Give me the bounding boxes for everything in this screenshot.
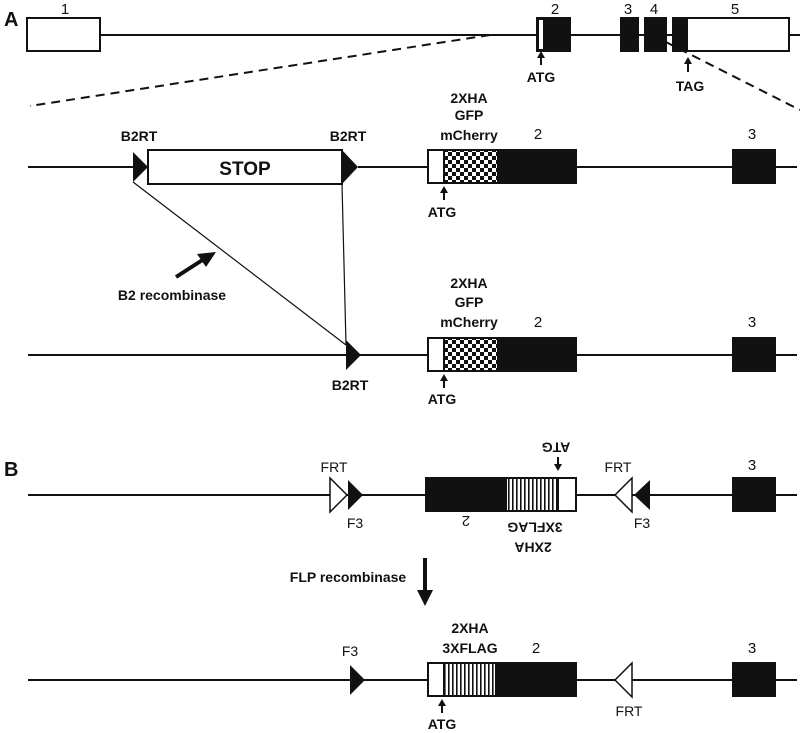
atg-label: ATG xyxy=(428,391,457,407)
f3-label: F3 xyxy=(342,643,359,659)
b2rt-label-right: B2RT xyxy=(330,128,367,144)
exon-2-number: 2 xyxy=(534,314,542,331)
f3-site-left-icon xyxy=(348,480,363,510)
atg-label: ATG xyxy=(428,204,457,220)
b2-recombinase-arrow-icon xyxy=(174,257,206,279)
frt-label: FRT xyxy=(616,703,643,719)
exon-3-number: 3 xyxy=(748,126,756,143)
exon-4-number: 4 xyxy=(650,1,658,18)
exon-2-box xyxy=(425,477,507,512)
utr-box xyxy=(427,662,445,697)
frt-label-right: FRT xyxy=(605,459,632,475)
utr-box xyxy=(427,149,445,184)
atg-label-inverted: ATG xyxy=(542,439,571,455)
flag-tag-box xyxy=(505,477,559,512)
flp-recombination: FLP recombinase xyxy=(290,558,433,606)
exon-2-box xyxy=(495,662,577,697)
utr-box xyxy=(557,477,577,512)
flag-tag-box xyxy=(443,662,497,697)
atg-label: ATG xyxy=(428,716,457,732)
construct-a-stop: STOP B2RT B2RT 2XHA GFP mCherry 2 3 ATG xyxy=(28,90,797,220)
exon-5-number: 5 xyxy=(731,1,739,18)
stop-label: STOP xyxy=(219,159,271,180)
exon-1-number: 1 xyxy=(61,1,69,18)
construct-a-excised: B2RT 2XHA GFP mCherry 2 3 ATG xyxy=(28,275,797,407)
b2rt-site-left-icon xyxy=(133,152,148,182)
tag-2xha-inverted: 2XHA xyxy=(514,539,551,555)
tag-line-mcherry: mCherry xyxy=(440,314,498,330)
frt-label-left: FRT xyxy=(321,459,348,475)
panel-a-label: A xyxy=(4,9,18,31)
b2rt-site-right-icon xyxy=(342,150,358,184)
b2rt-site-icon xyxy=(346,340,361,370)
exon-3-box xyxy=(732,477,776,512)
atg-arrow-icon xyxy=(440,374,448,381)
tag-line-2xha: 2XHA xyxy=(451,620,488,636)
frt-site-icon xyxy=(613,661,633,699)
utr-box xyxy=(427,337,445,372)
tag-label: TAG xyxy=(676,78,705,94)
tag-line-3xflag: 3XFLAG xyxy=(442,640,497,656)
tag-line-gfp: GFP xyxy=(455,107,484,123)
f3-label-right: F3 xyxy=(634,515,651,531)
exon-2-number: 2 xyxy=(551,1,559,18)
atg-arrow-icon xyxy=(438,699,446,706)
exon-5 xyxy=(672,17,790,52)
b2-recombinase-label: B2 recombinase xyxy=(118,287,226,303)
tag-line-mcherry: mCherry xyxy=(440,127,498,143)
gene-overview: 1 2 3 4 5 ATG TAG xyxy=(26,1,800,111)
tag-3xflag-inverted: 3XFLAG xyxy=(507,519,562,535)
atg-arrow-icon xyxy=(537,51,545,58)
tag-arrow-icon xyxy=(684,57,692,64)
f3-label-left: F3 xyxy=(347,515,364,531)
exon-3-number: 3 xyxy=(748,314,756,331)
exon-3-number: 3 xyxy=(624,1,632,18)
exon-3-box xyxy=(732,149,776,184)
construct-b-flipped: F3 FRT 2XHA 3XFLAG 2 3 ATG xyxy=(28,620,797,732)
frt-site-right-icon xyxy=(613,476,633,514)
flp-recombinase-label: FLP recombinase xyxy=(290,569,407,585)
exon-3 xyxy=(620,17,639,52)
panel-b-label: B xyxy=(4,459,18,481)
b2-recombination: B2 recombinase xyxy=(118,181,347,346)
f3-site-icon xyxy=(350,665,365,695)
exon-2-number: 2 xyxy=(532,640,540,657)
atg-arrow-down-icon xyxy=(554,464,562,471)
tag-line-gfp: GFP xyxy=(455,294,484,310)
exon-2-box xyxy=(497,149,577,184)
exon-3-box xyxy=(732,337,776,372)
tag-line-2xha: 2XHA xyxy=(450,275,487,291)
zoom-line-right xyxy=(651,34,800,111)
atg-label: ATG xyxy=(527,69,556,85)
tag-line-2xha: 2XHA xyxy=(450,90,487,106)
zoom-line-left xyxy=(29,34,491,107)
atg-arrow-icon xyxy=(440,186,448,193)
f3-site-right-icon xyxy=(634,480,650,510)
exon-2-number: 2 xyxy=(534,126,542,143)
frt-site-left-icon xyxy=(329,476,349,514)
exon-2-number-inverted: 2 xyxy=(462,512,470,529)
exon-4 xyxy=(644,17,667,52)
exon-3-box xyxy=(732,662,776,697)
b2rt-label: B2RT xyxy=(332,377,369,393)
exon-3-number: 3 xyxy=(748,640,756,657)
exon-3-number: 3 xyxy=(748,457,756,474)
construct-b-inverted: FRT F3 FRT F3 3 2 3XFLAG 2XHA ATG xyxy=(28,439,797,555)
reporter-tag-box xyxy=(443,337,499,372)
reporter-tag-box xyxy=(443,149,499,184)
exon-1 xyxy=(26,17,101,52)
stop-cassette xyxy=(147,149,343,185)
exon-2-box xyxy=(497,337,577,372)
b2rt-label-left: B2RT xyxy=(121,128,158,144)
